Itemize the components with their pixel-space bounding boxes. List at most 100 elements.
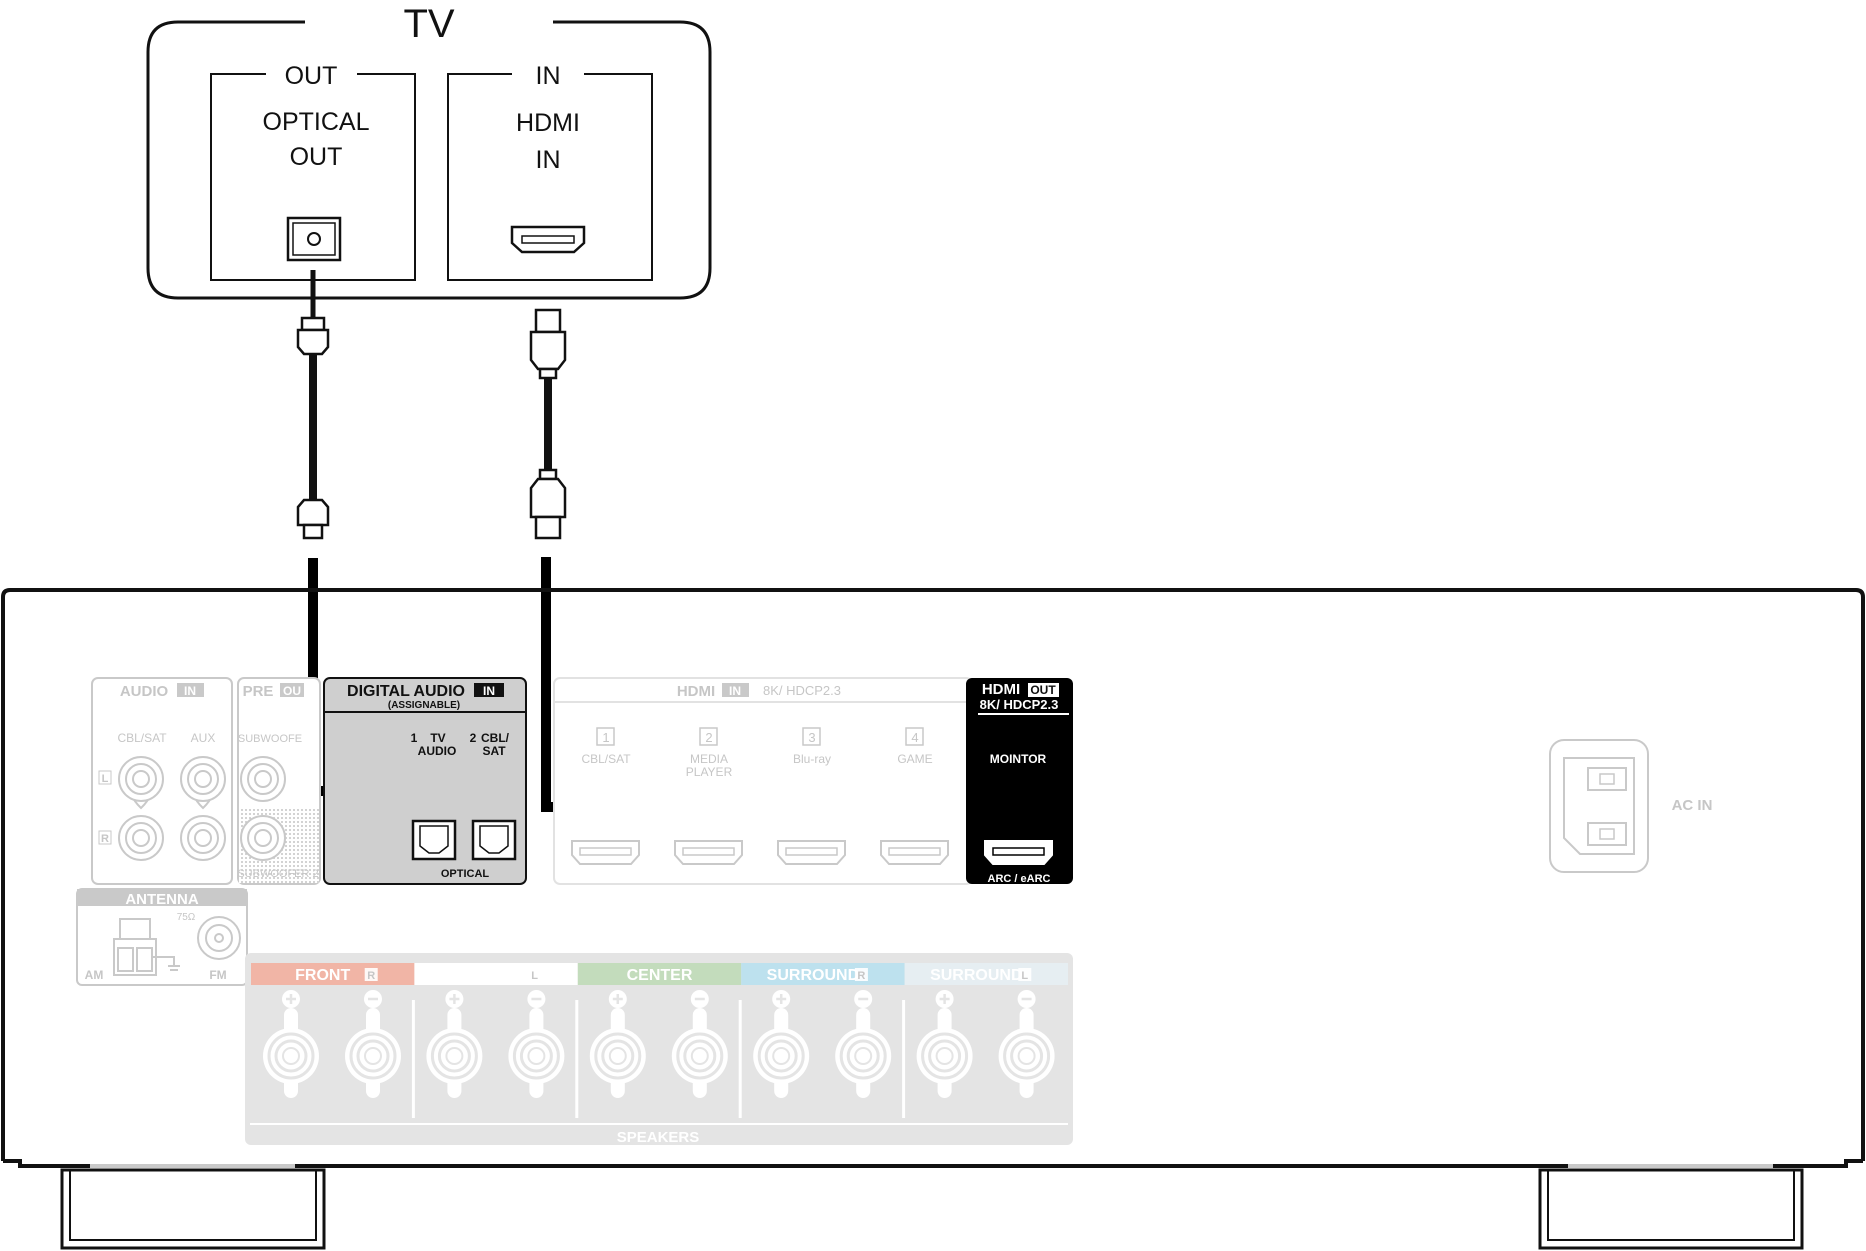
hdmi-input-4[interactable]: 4 GAME [880,727,949,865]
hdmi-in-3-label: Blu-ray [793,752,831,766]
speaker-channel-name: SURROUND [767,967,859,984]
audio-in-aux-label: AUX [191,731,216,745]
pre-out-panel: PRE OU SUBWOOFE SUBWOOFER 2 [237,677,321,885]
hdmi-in-3-number: 3 [808,730,815,745]
tv-out-group-label: OUT [285,62,338,90]
speaker-terminal-negative[interactable] [345,990,401,1098]
speaker-channel-3: CENTER [577,963,742,985]
audio-in-panel: AUDIO IN CBL/SAT AUX L R [91,677,233,885]
pre-out-badge: OU [283,684,301,698]
fm-antenna-jack[interactable] [197,916,241,960]
digital-audio-in-panel: DIGITAL AUDIO IN (ASSIGNABLE) 1 TV AUDIO… [323,677,527,885]
hdmi-out-spec: 8K/ HDCP2.3 [980,697,1059,712]
antenna-title: ANTENNA [125,891,198,908]
optical-in-1-port[interactable] [411,819,457,861]
hdmi-in-spec: 8K/ HDCP2.3 [763,683,841,698]
digital-audio-badge: IN [483,684,495,698]
rca-jack[interactable] [118,815,164,861]
av-receiver: AUDIO IN CBL/SAT AUX L R PRE [1,588,1865,1250]
tv-optical-label-2: OUT [290,143,343,171]
pre-out-subwoofer2-label: SUBWOOFER 2 [237,868,318,880]
pre-out-title: PRE [243,683,274,700]
hdmi-in-4-number: 4 [911,730,918,745]
tv-hdmi-label-2: IN [536,146,561,174]
am-antenna-terminal[interactable] [113,918,180,976]
hdmi-in-badge: IN [729,684,741,698]
hdmi-out-panel: HDMI OUT 8K/ HDCP2.3 MOINTOR ARC / eARC [966,678,1073,885]
hdmi-in-2-label-1: MEDIA [690,752,728,766]
rca-jack[interactable] [180,756,226,802]
audio-in-cblsat-label: CBL/SAT [117,731,167,745]
speaker-terminal-negative[interactable] [508,990,565,1098]
speaker-terminal-negative[interactable] [998,990,1055,1098]
digital-audio-assignable: (ASSIGNABLE) [388,700,460,711]
speaker-terminal-positive[interactable] [426,990,483,1098]
pre-out-subwoofer-label: SUBWOOFE [238,733,302,745]
hdmi-input-2[interactable]: 2 MEDIA PLAYER [674,727,743,865]
rca-jack[interactable] [180,815,226,861]
speaker-terminal-positive[interactable] [916,990,973,1098]
digital-in2-number: 2 [470,731,477,745]
digital-optical-label: OPTICAL [441,868,490,880]
subwoofer-jack[interactable] [240,756,286,802]
audio-in-badge: IN [184,684,196,698]
tv-optical-label-1: OPTICAL [263,108,370,136]
digital-in2-label-1: CBL/ [481,731,510,745]
speaker-channel-name: CENTER [627,967,693,984]
rca-jack[interactable] [118,756,164,802]
speaker-channel-side: R [857,970,865,982]
speaker-terminal-positive[interactable] [589,990,646,1098]
hdmi-out-badge: OUT [1030,683,1056,697]
speaker-channel-name: SURROUND [930,967,1022,984]
speaker-channel-side: L [531,970,538,982]
hdmi-in-1-number: 1 [602,730,609,745]
speakers-title: SPEAKERS [617,1129,700,1146]
tv-hdmi-in-port[interactable] [510,225,586,254]
optical-in-2-port[interactable] [471,819,517,861]
speaker-terminal-negative[interactable] [835,990,892,1098]
tv-optical-out-port[interactable] [286,216,342,262]
antenna-ohm-label: 75Ω [177,912,196,923]
tv-device: TV OUT OPTICAL OUT IN HDMI IN [146,2,712,300]
speaker-terminal-positive[interactable] [263,990,319,1098]
ac-inlet[interactable] [1549,739,1649,873]
hdmi-input-3[interactable]: 3 Blu-ray [777,727,846,865]
digital-in1-number: 1 [411,731,418,745]
speaker-terminal-positive[interactable] [753,990,810,1098]
hdmi-out-port[interactable] [984,840,1053,865]
digital-in1-label-2: AUDIO [418,744,457,758]
hdmi-in-1-label: CBL/SAT [581,752,631,766]
speaker-channel-side: R [367,970,375,982]
speaker-channel-name: FRONT [295,967,350,984]
speaker-channel-side: L [1021,970,1028,982]
hdmi-in-4-label: GAME [897,752,932,766]
tv-hdmi-label-1: HDMI [516,109,580,137]
speaker-channel-name: FRONT [459,967,514,984]
hdmi-in-title: HDMI [677,683,715,700]
audio-in-title: AUDIO [120,683,169,700]
audio-in-l-label: L [102,773,109,785]
tv-in-group-label: IN [536,62,561,90]
antenna-panel: ANTENNA 75Ω AM FM [76,888,248,986]
hdmi-in-2-label-2: PLAYER [686,765,733,779]
hdmi-input-1[interactable]: 1 CBL/SAT [571,727,640,865]
speaker-channel-1: FRONT R [251,963,415,985]
speaker-channel-2: FRONT L [414,963,578,985]
hdmi-in-panel: HDMI IN 8K/ HDCP2.3 1 CBL/SAT 2 MEDIA PL… [553,677,973,885]
subwoofer-2-jack[interactable] [240,815,286,861]
antenna-fm-label: FM [209,968,226,982]
ac-in-label: AC IN [1672,797,1713,814]
hdmi-out-monitor-label: MOINTOR [990,752,1047,766]
tv-title: TV [403,2,454,46]
audio-in-r-label: R [101,833,109,845]
digital-audio-title: DIGITAL AUDIO [347,683,465,700]
hdmi-out-title: HDMI [982,681,1020,698]
speaker-terminal-negative[interactable] [671,990,728,1098]
hdmi-out-arc-label: ARC / eARC [988,873,1051,885]
digital-in2-label-2: SAT [482,744,506,758]
